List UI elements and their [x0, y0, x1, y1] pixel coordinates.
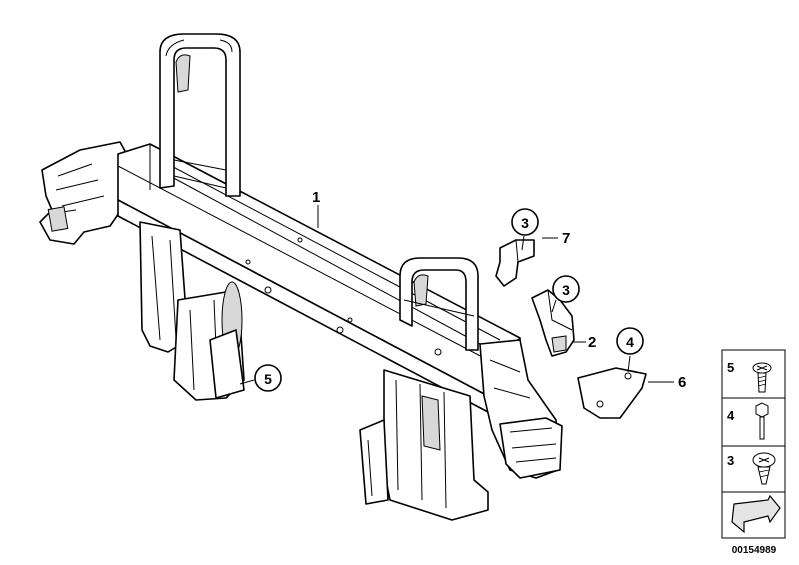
circled-label-5: 5: [264, 371, 272, 387]
part-label-1: 1: [312, 189, 320, 206]
crossmember-assembly: [39, 33, 563, 521]
bracket-part-7: [495, 239, 535, 287]
torx-screw-small-icon: [752, 452, 776, 485]
part-label-7: 7: [562, 230, 570, 247]
fastener-legend: 5 4 3: [721, 349, 786, 539]
leader-lines: [239, 205, 674, 385]
circled-labels: 3 3 4 5: [254, 208, 644, 392]
direction-arrow-icon: [731, 494, 781, 534]
part-label-2: 2: [588, 334, 596, 351]
document-id: 00154989: [732, 545, 777, 556]
hex-bolt-icon: [755, 402, 769, 440]
plate-part-6: [577, 367, 647, 419]
legend-number-3: 3: [727, 453, 734, 468]
torx-screw-large-icon: [752, 362, 772, 393]
circled-label-4: 4: [626, 334, 634, 350]
part-labels: 1 2 6 7: [312, 189, 686, 391]
legend-number-5: 5: [727, 360, 734, 375]
circled-label-3a: 3: [521, 215, 529, 231]
legend-number-4: 4: [727, 408, 735, 423]
part-label-6: 6: [678, 374, 686, 391]
circled-label-3b: 3: [562, 282, 570, 298]
